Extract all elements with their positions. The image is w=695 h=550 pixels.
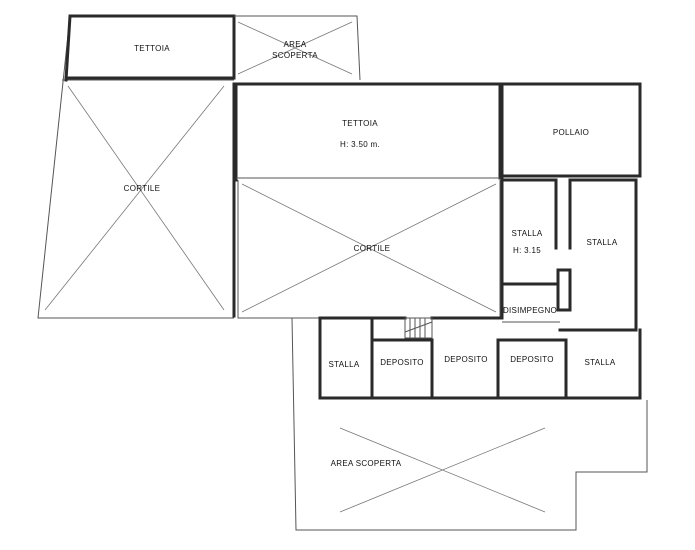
label-tettoia-main: TETTOIA xyxy=(342,119,378,128)
label-deposito-1: DEPOSITO xyxy=(380,358,424,367)
label-area-scoperta-top-1: AREA xyxy=(284,40,307,49)
label-deposito-3: DEPOSITO xyxy=(510,355,554,364)
label-tettoia-top: TETTOIA xyxy=(134,44,170,53)
tettoia-top-zone xyxy=(64,14,236,82)
cortile-left-zone xyxy=(37,15,236,319)
label-disimpegno: DISIMPEGNO xyxy=(503,306,557,315)
bottom-rooms xyxy=(318,316,642,400)
area-scoperta-bottom-zone xyxy=(291,317,648,531)
staircase xyxy=(404,317,433,339)
pollaio-zone xyxy=(500,82,642,180)
label-cortile-center: CORTILE xyxy=(354,244,391,253)
label-cortile-left: CORTILE xyxy=(124,184,161,193)
label-area-scoperta-bottom: AREA SCOPERTA xyxy=(331,459,402,468)
label-area-scoperta-top-2: SCOPERTA xyxy=(272,51,318,60)
label-stalla-mid: STALLA xyxy=(512,229,543,238)
label-stalla-bottom-left: STALLA xyxy=(329,360,360,369)
right-block xyxy=(500,178,638,332)
label-stalla-bottom-right: STALLA xyxy=(585,358,616,367)
label-stalla-right: STALLA xyxy=(587,238,618,247)
label-stalla-mid-height: H: 3.15 xyxy=(513,246,541,255)
label-tettoia-height: H: 3.50 m. xyxy=(340,140,380,149)
label-deposito-2: DEPOSITO xyxy=(444,355,488,364)
area-scoperta-top-zone xyxy=(234,15,361,81)
label-pollaio: POLLAIO xyxy=(553,128,589,137)
tettoia-main-zone xyxy=(234,82,502,182)
